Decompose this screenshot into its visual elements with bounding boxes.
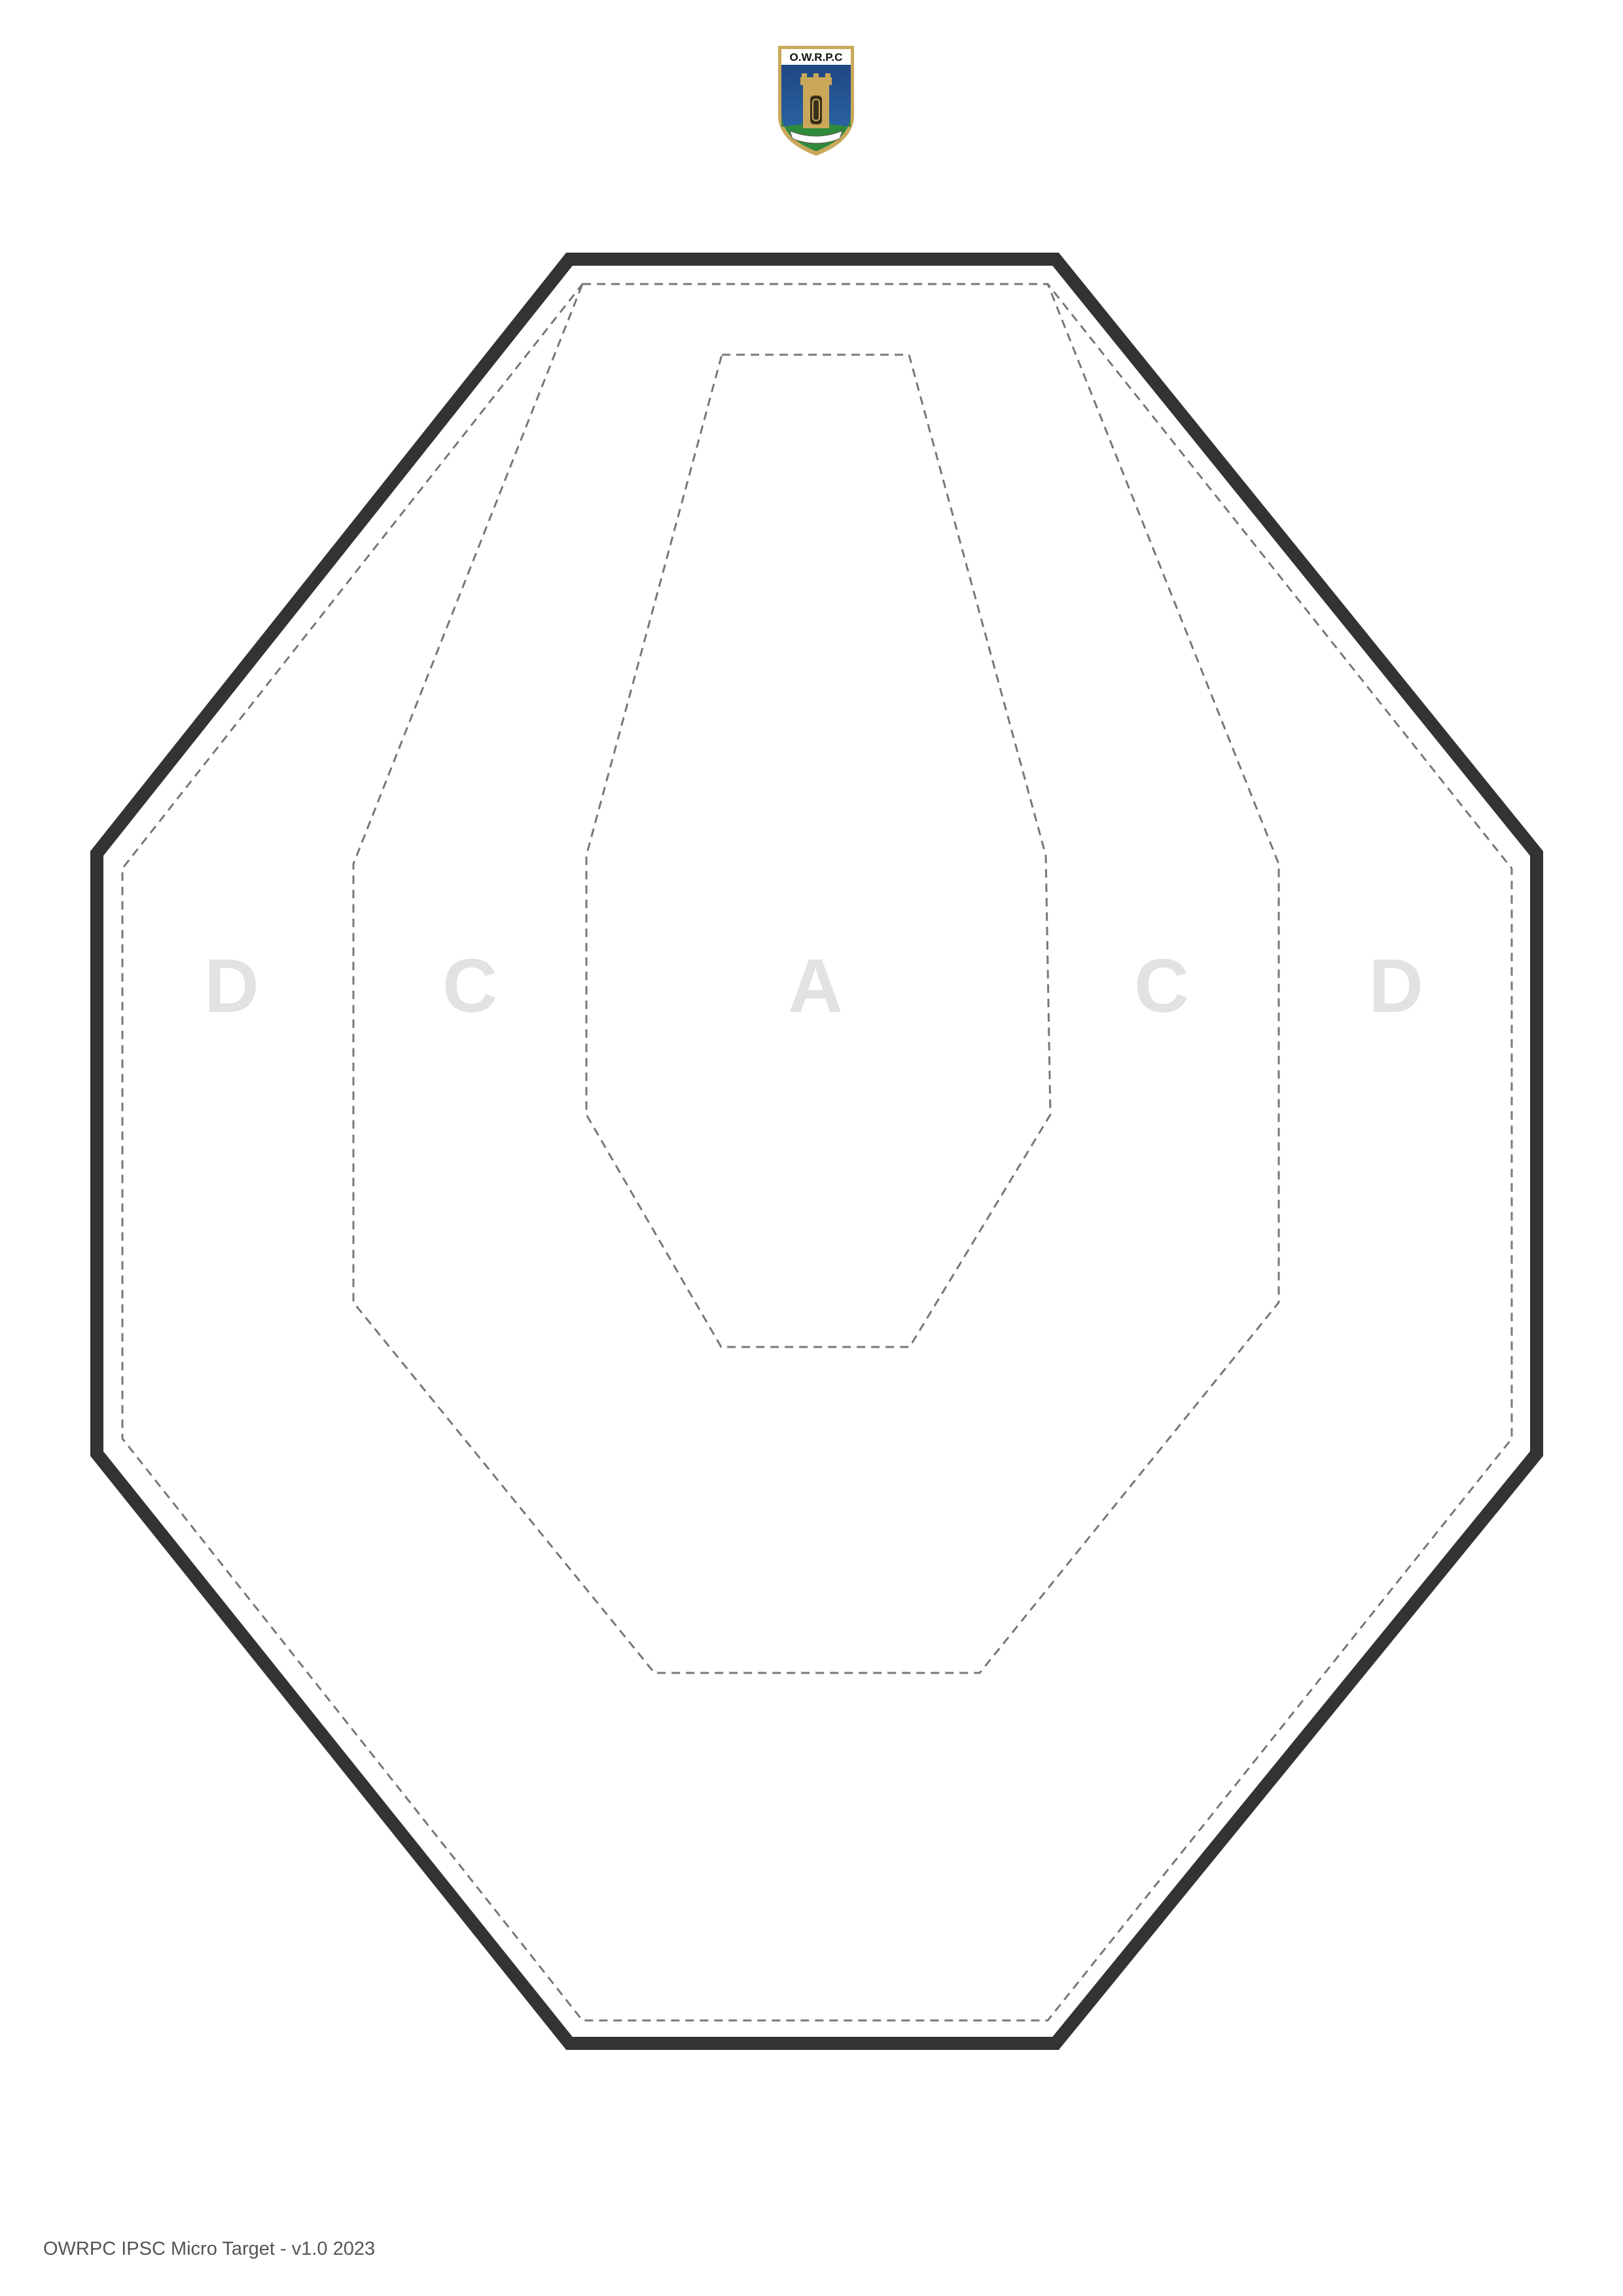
zone-label-a: A	[788, 943, 843, 1028]
footer-version-text: OWRPC IPSC Micro Target - v1.0 2023	[43, 2238, 376, 2259]
c-zone-boundary	[352, 283, 1280, 1674]
target-outer-border	[90, 253, 1543, 2050]
zone-label-right-c: C	[1134, 943, 1189, 1028]
zone-label-right-d: D	[1368, 943, 1423, 1028]
logo-text: O.W.R.P.C	[790, 51, 843, 63]
club-logo: O.W.R.P.C	[778, 46, 854, 156]
a-zone-boundary	[585, 353, 1052, 1348]
zone-label-left-c: C	[442, 943, 497, 1028]
zone-label-left-d: D	[204, 943, 259, 1028]
d-zone-boundary	[121, 283, 1513, 2022]
